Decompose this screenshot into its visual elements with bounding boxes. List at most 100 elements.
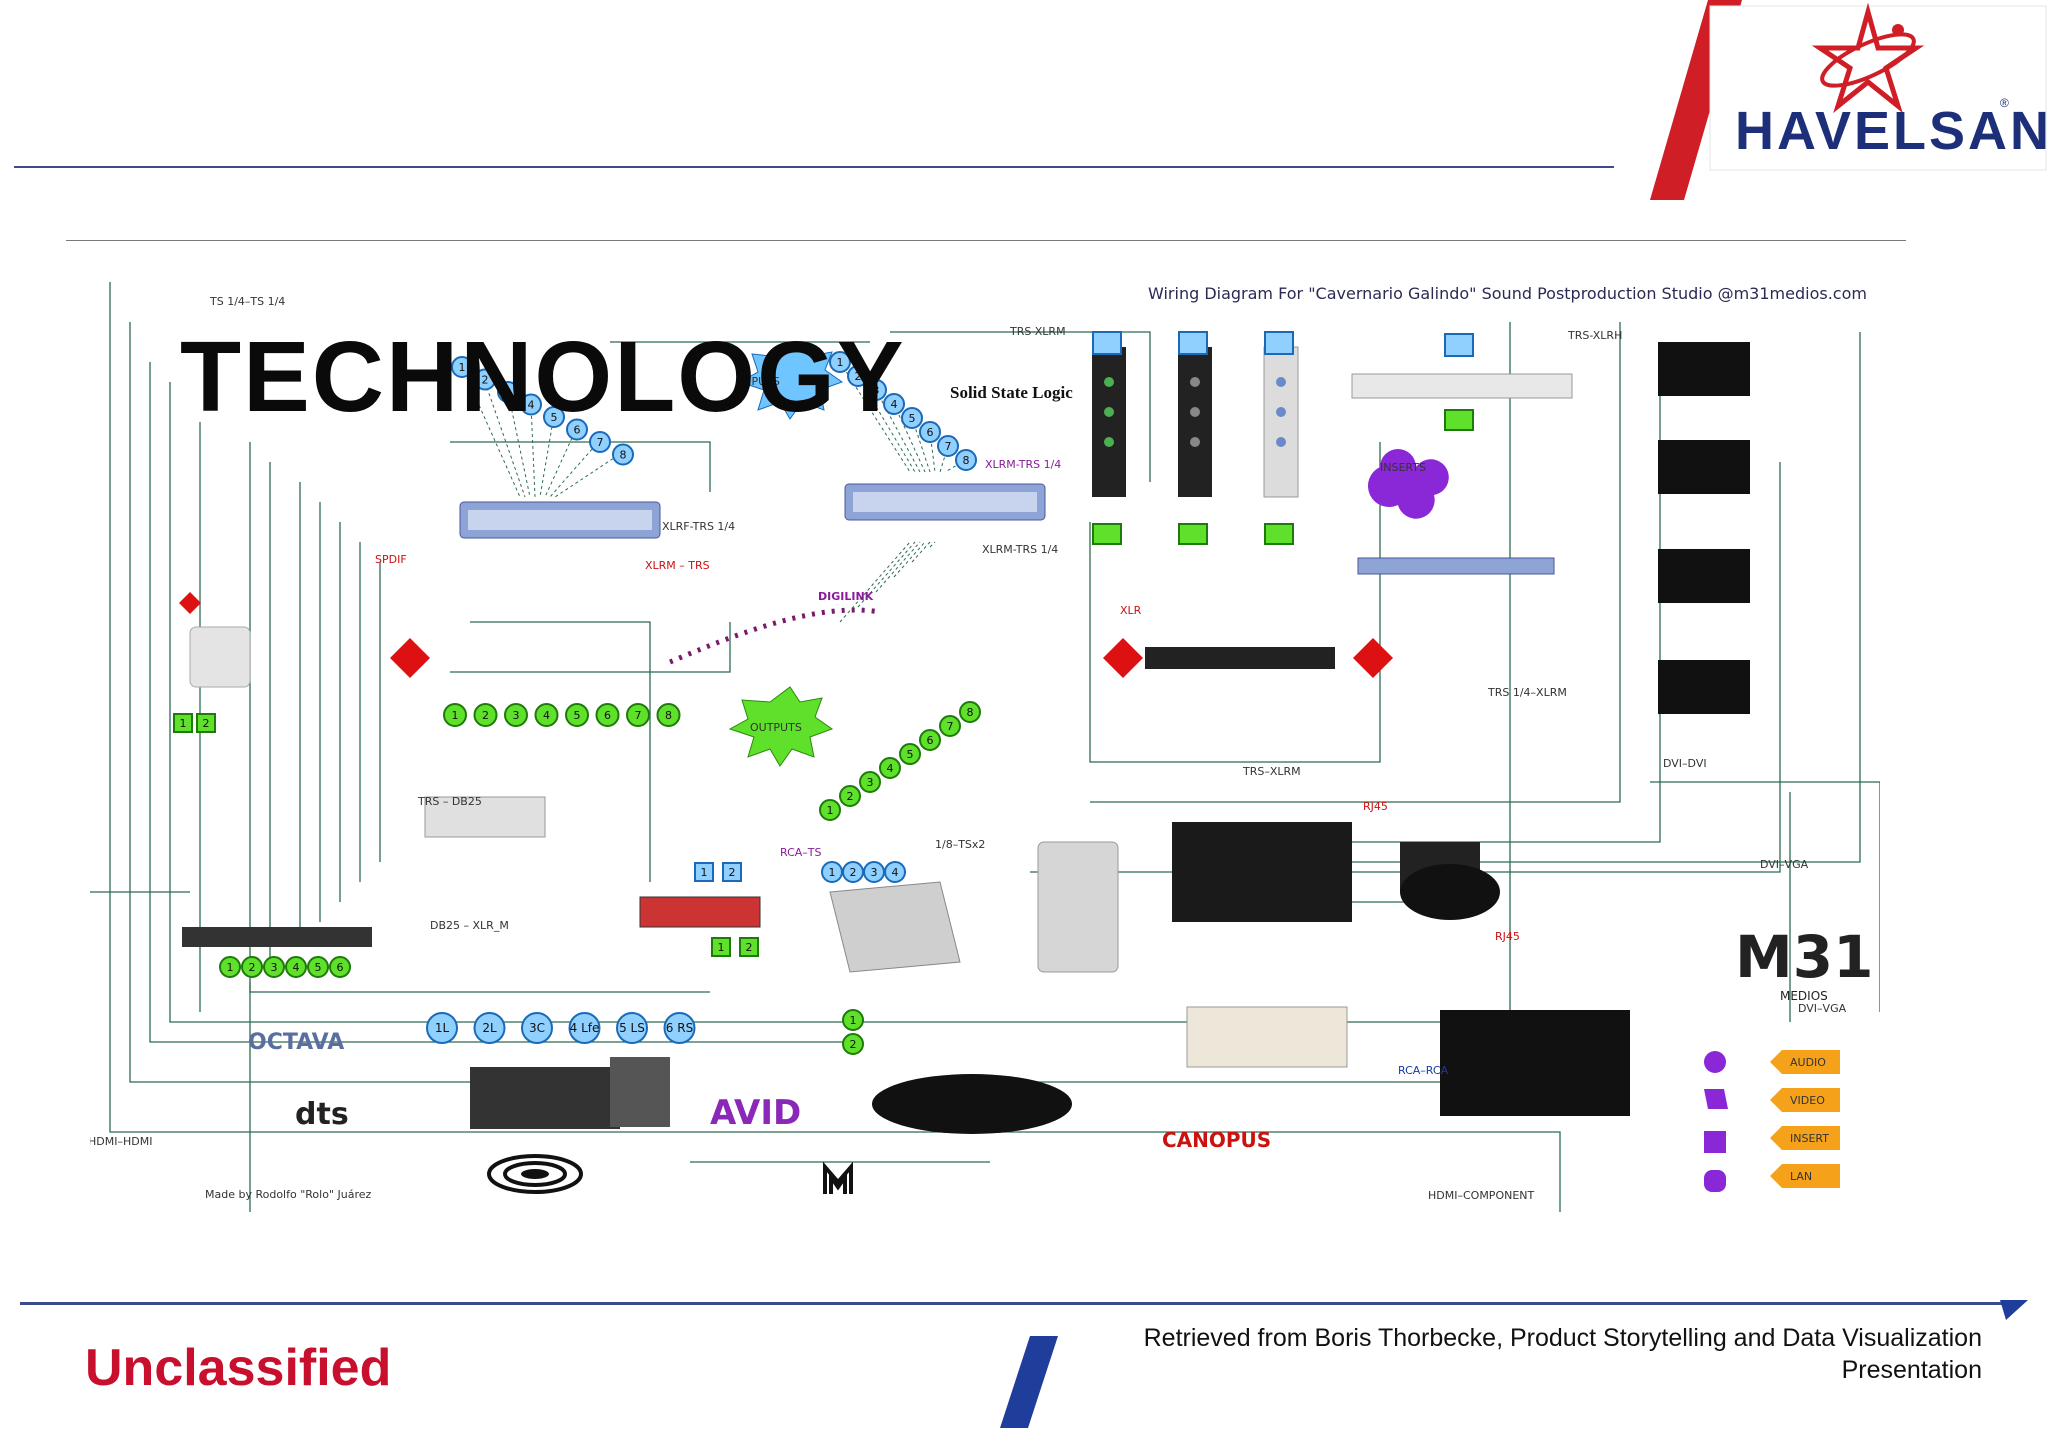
channel-out-left-3 xyxy=(504,703,528,727)
channel-out-left-4-label: 4 xyxy=(543,709,550,722)
inputs-burst-icon xyxy=(738,341,844,420)
channel-out-right-8-label: 8 xyxy=(967,706,974,719)
channel-out-right-4-label: 4 xyxy=(887,762,894,775)
made-by-label: Made by Rodolfo "Rolo" Juárez xyxy=(205,1188,371,1201)
outputs-label: OUTPUTS xyxy=(750,721,802,734)
channel-in-left-8-label: 8 xyxy=(620,449,627,462)
line-input-box-4 xyxy=(1444,333,1474,357)
channel-patch-4 xyxy=(285,956,307,978)
hdmi-hdmi-label: HDMI–HDMI xyxy=(90,1135,152,1148)
channel-out-right-7 xyxy=(939,715,961,737)
source-line-1: Retrieved from Boris Thorbecke, Product … xyxy=(1143,1324,1982,1352)
channel-out-left-7-label: 7 xyxy=(635,709,642,722)
dvi-vga-2-label: DVI–VGA xyxy=(1798,1002,1847,1015)
channel-in-left-4 xyxy=(520,393,542,416)
channel-in-left-7 xyxy=(589,431,611,453)
dvi-vga-label: DVI–VGA xyxy=(1760,858,1809,871)
channel-out-right-6-label: 6 xyxy=(927,734,934,747)
channel-in-left-6 xyxy=(566,418,588,441)
speaker-channel-1l xyxy=(426,1012,458,1044)
speaker-channel-1l-label: 1L xyxy=(435,1021,450,1035)
outputs-burst-icon xyxy=(728,686,834,767)
channel-out-left-7 xyxy=(626,703,650,727)
channel-in-left-6-label: 6 xyxy=(574,424,581,437)
line-output-box-3 xyxy=(1264,523,1294,545)
pair-preamp-in-1-label: 1 xyxy=(701,866,708,879)
channel-in-right-3 xyxy=(865,379,887,401)
channel-out-right-1 xyxy=(819,799,841,821)
line-io-boxes xyxy=(1092,331,1474,545)
channel-in-right-6 xyxy=(919,421,941,443)
channel-out-left-3-label: 3 xyxy=(513,709,520,722)
channel-out-left-6-label: 6 xyxy=(604,709,611,722)
channel-patch-6-label: 6 xyxy=(337,961,344,974)
interface-right-icon xyxy=(844,483,1046,521)
channel-in-right-1 xyxy=(829,351,851,373)
computer-monitors xyxy=(1440,342,1750,1116)
channel-out-right-2-label: 2 xyxy=(847,790,854,803)
registered-mark: ® xyxy=(2000,96,2009,110)
pair-mixer-1 xyxy=(842,1009,864,1031)
channel-in-left-5 xyxy=(543,406,565,428)
control-surface-icon xyxy=(1172,822,1352,922)
digilink-label: DIGILINK xyxy=(818,590,874,603)
footer-slash-shape xyxy=(1000,1336,1058,1428)
channel-out-right-1-label: 1 xyxy=(827,804,834,817)
pair-preamp-in-1 xyxy=(694,862,714,882)
preamp-unit-icon xyxy=(639,896,761,928)
speaker-channel-2l-label: 2L xyxy=(482,1021,497,1035)
channel-in-right-5 xyxy=(901,407,923,429)
classification-label: Unclassified xyxy=(85,1339,392,1397)
pair-mixer-2 xyxy=(842,1033,864,1055)
channel-patch-2-label: 2 xyxy=(249,961,256,974)
preamp-rack-icon xyxy=(1357,557,1555,575)
channel-patch-5 xyxy=(307,956,329,978)
rack-unit-icon xyxy=(1351,373,1573,399)
db25-xlr-label: DB25 – XLR_M xyxy=(430,919,509,932)
eighth-ts-label: 1/8–TSx2 xyxy=(935,838,985,851)
inputs-label: INPUTS xyxy=(740,375,780,388)
target-logo-icon xyxy=(487,1154,583,1194)
pair-patch-1 xyxy=(173,713,193,733)
trs-xlrm-top-label: TRS-XLRM xyxy=(1009,325,1066,338)
xlrf-trs-label: XLRF-TRS 1/4 xyxy=(662,520,735,533)
channel-in-right-3-label: 3 xyxy=(873,384,880,397)
ssl-label: Solid State Logic xyxy=(950,383,1073,402)
xlr-label: XLR xyxy=(1120,604,1142,617)
channel-rca-4 xyxy=(884,861,906,883)
channel-rca-2-label: 2 xyxy=(850,866,857,879)
channel-patch-3-label: 3 xyxy=(271,961,278,974)
channel-out-left-4 xyxy=(534,703,559,727)
channel-patch-4-label: 4 xyxy=(293,961,300,974)
converter-diamonds xyxy=(179,592,1393,678)
pair-preamp-out-2-label: 2 xyxy=(746,941,753,954)
channel-out-left-2 xyxy=(473,703,498,727)
channel-out-right-7-label: 7 xyxy=(947,720,954,733)
patchbay-icon xyxy=(182,927,372,947)
dts-logo: dts xyxy=(295,1097,349,1132)
ssl-channel-strips xyxy=(1092,346,1299,498)
channel-patch-1-label: 1 xyxy=(227,961,234,974)
speaker-channel-5-ls-label: 5 LS xyxy=(619,1021,645,1035)
channel-out-right-5 xyxy=(899,743,921,765)
pair-preamp-in-2-label: 2 xyxy=(729,866,736,879)
line-output-box-4 xyxy=(1444,409,1474,431)
pair-preamp-out-2 xyxy=(739,937,759,957)
speaker-channel-5-ls xyxy=(616,1012,648,1044)
channel-out-right-4 xyxy=(879,757,901,779)
channel-rca-1-label: 1 xyxy=(829,866,836,879)
channel-out-right-6 xyxy=(919,729,941,751)
legend-video-label: VIDEO xyxy=(1790,1094,1825,1107)
legend-lan-label: LAN xyxy=(1790,1170,1812,1183)
martin-logo-icon xyxy=(823,1161,853,1194)
channel-out-left-2-label: 2 xyxy=(482,709,489,722)
octava-logo: OCTAVA xyxy=(248,1030,344,1055)
source-line-2: Presentation xyxy=(1841,1356,1982,1384)
channel-in-left-3-label: 3 xyxy=(505,386,512,399)
canopus-unit-icon xyxy=(1186,1006,1348,1068)
